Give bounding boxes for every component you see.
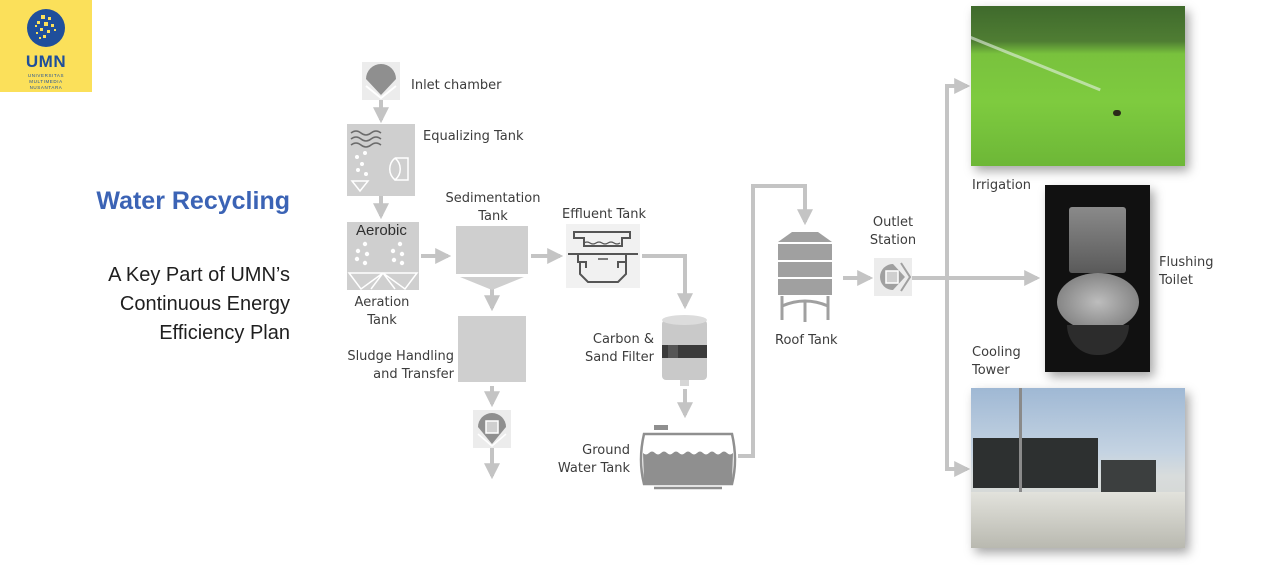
umn-logo: UMN UNIVERSITAS MULTIMEDIA NUSANTARA [0,0,92,92]
sludge-handling-label: Sludge Handling and Transfer [347,348,454,384]
arrow-outlet-to-cooling [945,278,971,477]
logo-wordmark: UMN [25,52,67,71]
label-line: Tank [478,209,508,224]
label-line: Cooling [972,345,1021,360]
arrow-outlet-to-irrigation [945,78,971,278]
cooling-tower-photo [971,388,1185,548]
label-line: Station [869,233,917,248]
carbon-sand-filter-icon [662,315,707,386]
logo-subline: UNIVERSITAS [27,73,65,78]
label-line: Sedimentation [445,191,541,206]
subtitle-line: A Key Part of UMN’s [108,264,290,286]
arrow-ground-to-roof-tank [738,184,813,458]
sprinkler-head [1113,110,1121,116]
inlet-chamber-label: Inlet chamber [411,78,502,93]
outlet-station-label: Outlet Station [860,214,926,250]
carbon-sand-filter-label: Carbon & Sand Filter [585,331,654,367]
aeration-tank-label: Aeration Tank [344,294,420,330]
equalizing-tank-icon [347,124,415,196]
cooling-unit [1101,460,1156,494]
effluent-tank-icon [566,224,640,288]
pole [1019,388,1022,508]
sludge-pump-icon [473,410,511,448]
irrigation-label: Irrigation [972,178,1032,193]
label-line: Carbon & [592,332,654,347]
toilet-tank [1069,207,1126,273]
label-line: Flushing [1159,255,1214,270]
toilet-base [1067,325,1129,355]
equalizing-tank-label: Equalizing Tank [423,129,524,144]
subtitle-line: Continuous Energy [119,293,290,315]
sedimentation-tank-icon [456,226,528,290]
label-line: Ground [582,443,630,458]
inlet-chamber-icon [362,62,400,100]
ground-water-tank-label: Ground Water Tank [558,442,630,478]
subtitle-line: Efficiency Plan [159,322,290,344]
page-title: Water Recycling [96,187,290,215]
label-line: and Transfer [373,367,454,382]
umn-globe-icon [27,9,65,47]
outlet-station-icon [874,258,912,296]
concrete-base [971,492,1185,548]
ground-water-tank-icon [639,425,737,490]
sedimentation-tank-label: Sedimentation Tank [440,190,546,226]
sprinkler-spray [971,36,1101,92]
label-line: Tank [367,313,397,328]
flow-arrows [373,78,1041,480]
toilet-lid [1057,273,1139,331]
sludge-handling-icon [458,316,526,382]
logo-subline: NUSANTARA [29,85,63,90]
flushing-toilet-photo [1045,185,1150,372]
logo-subline: MULTIMEDIA [29,79,63,84]
cooling-tower-label: Cooling Tower [972,344,1021,380]
label-line: Aeration [354,295,410,310]
label-line: Sand Filter [584,350,654,365]
aerobic-tank-icon [347,222,419,291]
flushing-toilet-label: Flushing Toilet [1159,254,1213,290]
label-line: Tower [972,363,1010,378]
arrow-effluent-to-filter [642,254,693,310]
label-line: Water Tank [557,461,630,476]
label-line: Outlet [872,215,914,230]
roof-tank-icon [778,232,832,322]
label-line: Toilet [1159,273,1194,288]
page-subtitle: A Key Part of UMN’s Continuous Energy Ef… [108,261,290,348]
irrigation-photo [971,6,1185,166]
effluent-tank-label: Effluent Tank [562,207,647,222]
cooling-unit [973,438,1098,488]
label-line: Sludge Handling [347,349,454,364]
aerobic-tag: Aerobic [356,222,407,239]
roof-tank-label: Roof Tank [775,333,838,348]
